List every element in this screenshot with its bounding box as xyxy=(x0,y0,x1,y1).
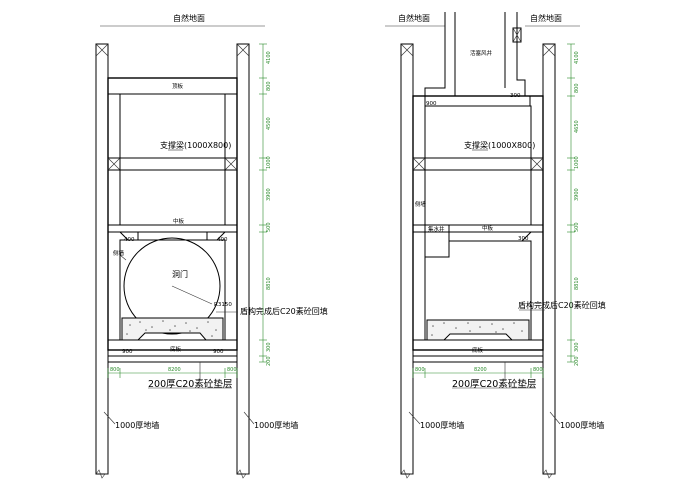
right-dim-v-3: 1000 xyxy=(574,156,580,169)
left-section: 自然地面 顶板 支撑梁(1000X800) 中板 400 400 侧 xyxy=(95,13,328,479)
right-wall-right-label: 1000厚地墙 xyxy=(560,420,604,430)
left-dim-v-6: 8810 xyxy=(266,277,272,290)
right-dim-v-4: 3900 xyxy=(574,188,580,201)
left-top-slab-label: 顶板 xyxy=(172,82,184,90)
left-dim-v-1: 800 xyxy=(266,81,272,91)
left-wall-left-label: 1000厚地墙 xyxy=(115,420,159,430)
right-bottom-slab-label: 底板 xyxy=(472,346,484,354)
left-side-wall-label: 侧墙 xyxy=(113,249,125,257)
right-shaft-label: 活塞风井 xyxy=(470,49,493,57)
right-sump-label: 集水井 xyxy=(428,225,445,233)
left-backfill-label: 盾构完成后C20素砼回填 xyxy=(240,306,328,316)
right-haunch-c: 300 xyxy=(518,236,529,242)
left-tunnel-label: 洞门 xyxy=(172,269,188,279)
right-dim-h-2: 800 xyxy=(533,367,543,373)
right-side-wall-label: 侧墙 xyxy=(415,200,427,208)
left-box-structure xyxy=(107,77,238,351)
right-diaphragm-wall-right xyxy=(542,43,556,475)
right-dim-h-1: 8200 xyxy=(474,367,487,373)
left-dim-v-4: 3900 xyxy=(266,188,272,201)
right-dim-v-1: 800 xyxy=(574,83,580,93)
right-haunch-b: 300 xyxy=(510,93,521,99)
left-haunch-d: 900 xyxy=(213,349,224,355)
left-strut xyxy=(107,157,238,171)
left-dim-v-2: 4500 xyxy=(266,117,272,130)
right-mid-slab-label: 中板 xyxy=(482,224,494,232)
right-dim-v-6: 8810 xyxy=(574,277,580,290)
right-haunch-a: 900 xyxy=(426,101,437,107)
left-vertical-dims: 4100 800 4500 1000 3900 500 8810 300 200 xyxy=(259,43,272,366)
left-dim-v-3: 1000 xyxy=(266,156,272,169)
right-ground-right-label: 自然地面 xyxy=(530,13,562,23)
right-cushion-label: 200厚C20素砼垫层 xyxy=(452,378,536,390)
right-strut xyxy=(412,157,544,171)
left-strut-label: 支撑梁(1000X800) xyxy=(160,140,231,150)
right-backfill-label: 盾构完成后C20素砼回填 xyxy=(518,300,606,310)
right-wall-left-label: 1000厚地墙 xyxy=(420,420,464,430)
left-dim-v-7: 300 xyxy=(266,342,272,352)
right-section: 自然地面 自然地面 活塞风井 900 300 支撑梁(1000X800) xyxy=(385,12,606,479)
right-box-structure xyxy=(412,95,544,351)
right-dim-v-2: 4650 xyxy=(574,120,580,133)
left-dim-h-0: 800 xyxy=(110,367,120,373)
right-ground-left-label: 自然地面 xyxy=(398,13,430,23)
right-strut-label: 支撑梁(1000X800) xyxy=(464,140,535,150)
right-dim-v-0: 4100 xyxy=(574,51,580,64)
left-wall-right-label: 1000厚地墙 xyxy=(254,420,298,430)
left-tunnel-hole xyxy=(123,237,221,335)
left-cushion xyxy=(107,355,238,363)
left-bottom-slab-label: 底板 xyxy=(170,345,182,353)
left-diaphragm-wall-left xyxy=(95,43,109,475)
right-dim-v-8: 200 xyxy=(574,356,580,366)
right-dim-v-7: 300 xyxy=(574,342,580,352)
left-dim-v-0: 4100 xyxy=(266,51,272,64)
right-dim-h-0: 800 xyxy=(415,367,425,373)
left-ground-label: 自然地面 xyxy=(173,13,205,23)
right-dim-v-5: 500 xyxy=(574,222,580,232)
right-shaft-left-wall xyxy=(424,12,446,96)
left-dim-h-1: 8200 xyxy=(168,367,181,373)
left-cushion-label: 200厚C20素砼垫层 xyxy=(148,378,232,390)
left-dim-v-5: 500 xyxy=(266,222,272,232)
left-haunch-c: 900 xyxy=(122,349,133,355)
left-radius-label: R3150 xyxy=(214,302,232,308)
right-vertical-dims: 4100 800 4650 1000 3900 500 8810 300 200 xyxy=(567,43,580,366)
left-diaphragm-wall-right xyxy=(236,43,250,475)
left-dim-v-8: 200 xyxy=(266,356,272,366)
right-cushion xyxy=(412,355,544,363)
right-diaphragm-wall-left xyxy=(400,43,414,475)
left-mid-slab-label: 中板 xyxy=(173,217,185,225)
left-dim-h-2: 800 xyxy=(227,367,237,373)
